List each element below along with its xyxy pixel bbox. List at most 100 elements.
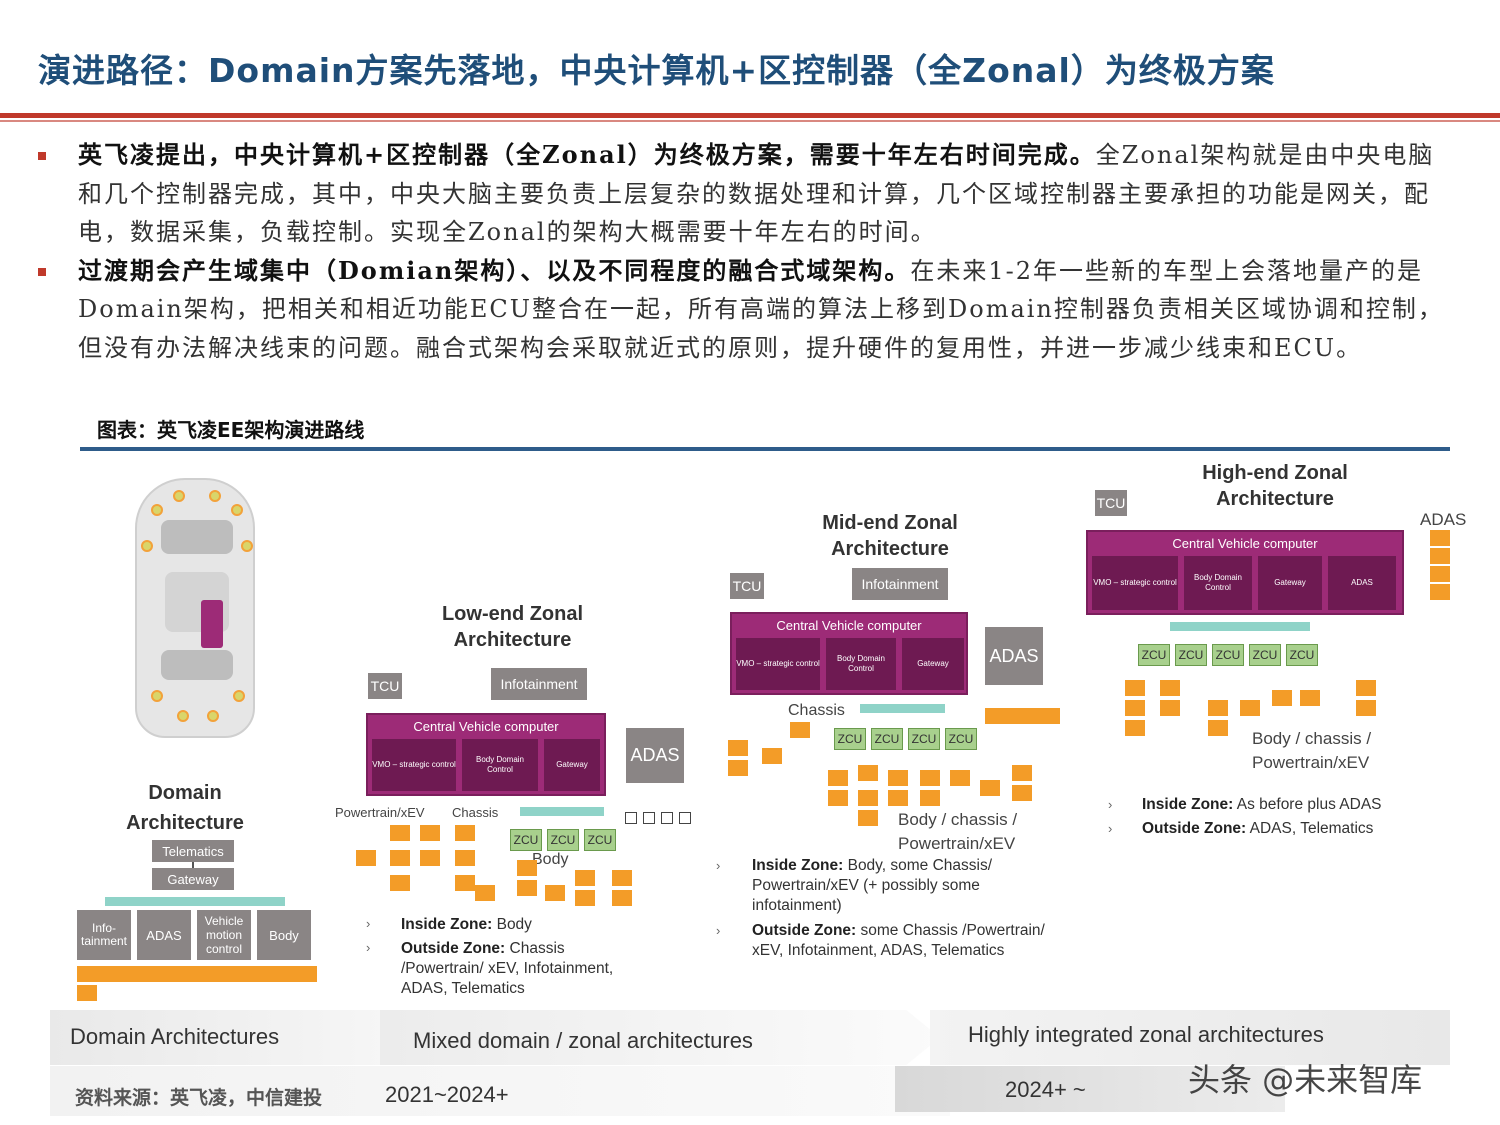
empty-ecu-icon: [643, 812, 655, 824]
ecu-icon: [1300, 690, 1320, 706]
high-cvc-gateway: Gateway: [1258, 556, 1322, 610]
mid-body-label: Body / chassis / Powertrain/xEV: [898, 808, 1017, 856]
band-years-zonal: [895, 1066, 1285, 1112]
low-cvc-vmo: VMO – strategic control: [372, 739, 456, 791]
ecu-icon: [277, 966, 297, 982]
low-zcu: ZCU: [547, 829, 579, 851]
title-divider-thin: [0, 120, 1500, 122]
high-tcu-box: TCU: [1095, 490, 1127, 516]
watermark: 头条 @未来智库: [1188, 1061, 1423, 1099]
low-adas-box: ADAS: [626, 728, 684, 783]
ecu-icon: [612, 870, 632, 886]
ecu-icon: [297, 966, 317, 982]
domain-body: Body: [257, 910, 311, 960]
car-central-ecu: [201, 600, 223, 648]
bullet-text: 在未来1-2年一些新的车型上会落地量产的是Domain架构，把相关和相近功能EC…: [78, 256, 1444, 362]
high-zcu: ZCU: [1212, 644, 1244, 666]
ecu-icon: [1272, 690, 1292, 706]
chevron-right-icon: ›: [716, 858, 721, 873]
bullet-bold-text: 过渡期会产生域集中（Domian架构）、以及不同程度的融合式域架构。: [78, 255, 911, 285]
domain-bus: [105, 897, 285, 906]
ecu-icon: [762, 748, 782, 764]
high-inside-zone: Inside Zone: As before plus ADAS: [1142, 795, 1442, 815]
band-label-domain: Domain Architectures: [70, 1024, 280, 1049]
ecu-icon: [1012, 765, 1032, 781]
ecu-icon: [1012, 785, 1032, 801]
low-outside-zone: Outside Zone: Chassis /Powertrain/ xEV, …: [401, 939, 651, 999]
low-outside-text: Chassis /Powertrain/ xEV, Infotainment, …: [401, 940, 614, 997]
band-years-zonal-label: 2024+ ~: [1005, 1077, 1086, 1102]
ecu-icon: [858, 810, 878, 826]
ecu-icon: [1240, 700, 1260, 716]
high-cvc-adas: ADAS: [1328, 556, 1396, 610]
ecu-icon: [790, 722, 810, 738]
mid-cvc: Central Vehicle computer VMO – strategic…: [730, 612, 968, 695]
ecu-icon: [197, 966, 217, 982]
title-divider: [0, 113, 1500, 118]
high-end-title: High-end Zonal Architecture: [1180, 460, 1370, 512]
figure-divider: [80, 447, 1450, 451]
mid-cvc-vmo: VMO – strategic control: [736, 638, 820, 690]
ecu-icon: [888, 790, 908, 806]
ecu-icon: [920, 770, 940, 786]
ecu-icon: [77, 966, 97, 982]
ecu-icon: [420, 850, 440, 866]
bullet-square-icon: [38, 152, 46, 160]
low-end-title: Low-end Zonal Architecture: [420, 601, 605, 653]
high-outside-label: Outside Zone:: [1142, 820, 1247, 837]
low-end-title-line1: Low-end Zonal: [441, 603, 584, 625]
ecu-icon: [1125, 700, 1145, 716]
low-outside-label: Outside Zone:: [401, 940, 506, 957]
mid-inside-text: Body, some Chassis/ Powertrain/xEV (+ po…: [752, 857, 993, 914]
ecu-icon: [117, 966, 137, 982]
ecu-icon: [612, 890, 632, 906]
band-domain: [50, 1010, 390, 1065]
high-end-title-line1: High-end Zonal: [1202, 462, 1348, 484]
page-title: 演进路径：Domain方案先落地，中央计算机+区控制器（全Zonal）为终极方案: [38, 51, 1275, 90]
car-node-icon: [233, 690, 245, 702]
ecu-icon: [356, 850, 376, 866]
ecu-icon: [517, 860, 537, 876]
car-node-icon: [173, 490, 185, 502]
ecu-icon: [390, 875, 410, 891]
low-cvc-body-domain: Body Domain Control: [462, 739, 538, 791]
low-cvc-gateway: Gateway: [544, 739, 600, 791]
low-bus: [520, 807, 604, 816]
low-chassis-label: Chassis: [452, 805, 499, 820]
ecu-icon: [257, 966, 277, 982]
bullet-bold-text: 英飞凌提出，中央计算机+区控制器（全Zonal）为终极方案，需要十年左右时间完成…: [78, 140, 1096, 169]
ecu-icon: [97, 966, 117, 982]
mid-end-title-line1: Mid-end Zonal: [822, 512, 958, 534]
telematics-box: Telematics: [152, 840, 234, 862]
low-inside-text: Body: [492, 916, 532, 933]
car-node-icon: [241, 540, 253, 552]
high-cvc: Central Vehicle computer VMO – strategic…: [1086, 530, 1404, 615]
low-inside-zone: Inside Zone: Body: [401, 915, 651, 935]
mid-tcu-box: TCU: [730, 573, 764, 599]
car-node-icon: [141, 540, 153, 552]
band-mixed: [380, 1010, 940, 1065]
mid-zcu: ZCU: [908, 728, 940, 750]
low-inside-label: Inside Zone:: [401, 916, 493, 933]
high-zcu: ZCU: [1175, 644, 1207, 666]
ecu-icon: [77, 985, 97, 1001]
ecu-icon: [1040, 708, 1060, 724]
high-outside-zone: Outside Zone: ADAS, Telematics: [1142, 819, 1442, 839]
ecu-icon: [858, 765, 878, 781]
mid-infotainment-box: Infotainment: [852, 568, 948, 600]
mid-cvc-gateway: Gateway: [902, 638, 964, 690]
mid-adas-box: ADAS: [985, 627, 1043, 685]
high-bus: [1170, 622, 1310, 631]
mid-end-title: Mid-end Zonal Architecture: [800, 510, 980, 562]
mid-end-title-line2: Architecture: [831, 538, 949, 560]
ecu-icon: [728, 740, 748, 756]
low-body-label: Body: [532, 851, 569, 868]
high-adas-label: ADAS: [1420, 510, 1467, 529]
ecu-icon: [575, 870, 595, 886]
mid-outside-text: some Chassis /Powertrain/ xEV, Infotainm…: [752, 922, 1045, 959]
band-label-zonal: Highly integrated zonal architectures: [968, 1022, 1324, 1047]
ecu-icon: [475, 885, 495, 901]
ecu-icon: [1160, 700, 1180, 716]
high-zcu: ZCU: [1286, 644, 1318, 666]
ecu-icon: [950, 770, 970, 786]
